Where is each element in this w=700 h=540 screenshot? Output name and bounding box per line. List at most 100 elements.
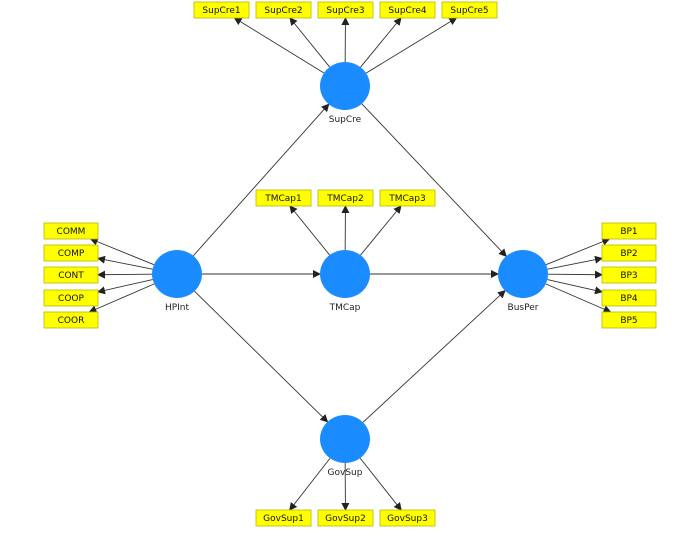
indicator-cont[interactable]: CONT: [43, 266, 99, 284]
indicator-label: COMM: [57, 227, 86, 237]
indicator-box: [601, 311, 657, 329]
loading-arrow-comp: [97, 255, 153, 270]
indicator-label: COOR: [58, 316, 85, 326]
loading-arrow-bp5: [545, 283, 612, 313]
loading-arrow-bp2: [547, 255, 603, 270]
indicator-box: [43, 289, 99, 307]
construct-hpint[interactable]: HPInt: [152, 250, 202, 313]
indicator-supcre2[interactable]: SupCre2: [255, 1, 312, 19]
indicator-label: SupCre5: [450, 6, 488, 16]
indicator-tmcap2[interactable]: TMCap2: [317, 189, 374, 207]
construct-busper[interactable]: BusPer: [498, 250, 548, 313]
indicator-box: [601, 266, 657, 284]
loading-arrow-tmcap3: [360, 205, 402, 256]
indicator-bp1[interactable]: BP1: [601, 222, 657, 240]
edges-layer: [88, 17, 612, 511]
loading-arrow-tmcap1: [289, 205, 331, 256]
indicator-label: BP2: [620, 249, 637, 259]
indicator-box: [255, 189, 312, 207]
indicator-label: GovSup2: [325, 514, 366, 524]
indicator-govsup2[interactable]: GovSup2: [317, 509, 374, 527]
indicator-label: TMCap2: [326, 194, 364, 204]
indicator-label: SupCre4: [388, 6, 426, 16]
loading-arrow-cont: [97, 270, 153, 279]
indicator-govsup1[interactable]: GovSup1: [255, 509, 312, 527]
loading-arrow-supcre5: [365, 17, 458, 74]
construct-supcre[interactable]: SupCre: [320, 62, 370, 125]
indicator-label: CONT: [58, 271, 84, 281]
construct-label: SupCre: [329, 115, 362, 125]
construct-label: BusPer: [508, 303, 539, 313]
construct-circle: [152, 250, 202, 298]
path-arrow-govsup-to-busper: [362, 289, 506, 423]
loading-arrow-bp4: [547, 279, 603, 295]
indicator-box: [43, 222, 99, 240]
indicator-label: BP4: [620, 294, 638, 304]
indicator-label: GovSup1: [263, 514, 304, 524]
indicator-box: [379, 189, 436, 207]
indicator-supcre3[interactable]: SupCre3: [317, 1, 374, 19]
indicator-supcre5[interactable]: SupCre5: [441, 1, 498, 19]
indicator-box: [317, 509, 374, 527]
construct-circle: [498, 250, 548, 298]
indicator-govsup3[interactable]: GovSup3: [379, 509, 436, 527]
construct-label: HPInt: [165, 303, 190, 313]
indicator-box: [193, 1, 250, 19]
loading-arrow-coop: [97, 279, 153, 295]
indicator-supcre1[interactable]: SupCre1: [193, 1, 250, 19]
construct-govsup[interactable]: GovSup: [320, 415, 370, 478]
construct-tmcap[interactable]: TMCap: [320, 250, 370, 313]
loading-arrow-comm: [89, 237, 155, 266]
indicator-comm[interactable]: COMM: [43, 222, 99, 240]
path-arrow-hpint-to-supcre: [192, 103, 330, 257]
indicator-label: SupCre3: [326, 6, 364, 16]
indicator-box: [317, 189, 374, 207]
indicator-label: TMCap1: [264, 194, 302, 204]
construct-circle: [320, 250, 370, 298]
loading-arrow-supcre2: [289, 17, 331, 68]
indicator-tmcap3[interactable]: TMCap3: [379, 189, 436, 207]
indicator-label: GovSup3: [387, 514, 428, 524]
indicator-label: TMCap3: [388, 194, 426, 204]
indicator-comp[interactable]: COMP: [43, 244, 99, 262]
indicator-box: [601, 289, 657, 307]
indicator-box: [441, 1, 498, 19]
indicator-label: BP3: [620, 271, 637, 281]
construct-circle: [320, 415, 370, 463]
loading-arrow-bp1: [545, 237, 611, 266]
indicator-box: [43, 311, 99, 329]
indicator-coop[interactable]: COOP: [43, 289, 99, 307]
construct-circle: [320, 62, 370, 110]
loading-arrow-coor: [88, 283, 155, 313]
indicator-label: BP1: [620, 227, 637, 237]
loading-arrow-bp3: [547, 270, 603, 279]
indicator-coor[interactable]: COOR: [43, 311, 99, 329]
indicator-box: [601, 244, 657, 262]
indicator-bp2[interactable]: BP2: [601, 244, 657, 262]
indicator-box: [379, 1, 436, 19]
loading-arrow-supcre4: [360, 17, 402, 68]
path-arrow-supcre-to-busper: [361, 103, 507, 257]
indicator-box: [379, 509, 436, 527]
loading-arrow-govsup3: [359, 457, 402, 511]
construct-label: TMCap: [329, 303, 361, 313]
indicator-label: BP5: [620, 316, 637, 326]
indicator-bp5[interactable]: BP5: [601, 311, 657, 329]
indicator-box: [43, 244, 99, 262]
indicator-box: [43, 266, 99, 284]
indicator-box: [317, 1, 374, 19]
indicator-box: [601, 222, 657, 240]
indicator-label: SupCre1: [202, 6, 240, 16]
construct-label: GovSup: [328, 468, 363, 478]
indicator-label: COOP: [58, 294, 84, 304]
indicator-supcre4[interactable]: SupCre4: [379, 1, 436, 19]
indicator-bp4[interactable]: BP4: [601, 289, 657, 307]
indicator-label: SupCre2: [264, 6, 302, 16]
indicator-label: COMP: [58, 249, 85, 259]
loading-arrow-supcre1: [233, 17, 325, 74]
indicator-tmcap1[interactable]: TMCap1: [255, 189, 312, 207]
indicator-bp3[interactable]: BP3: [601, 266, 657, 284]
loading-arrow-govsup1: [289, 457, 331, 511]
